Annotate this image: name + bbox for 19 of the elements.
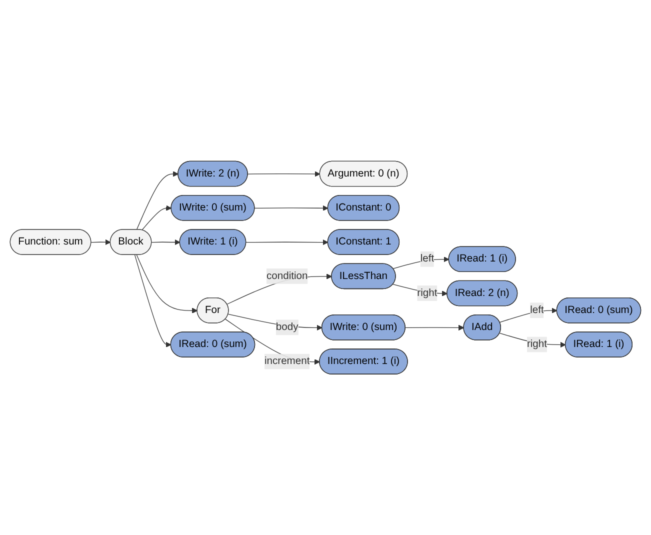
arrow (225, 318, 320, 365)
arrow (136, 254, 198, 314)
arrow (405, 324, 464, 330)
arrow (246, 239, 328, 245)
edge-label: left (420, 253, 434, 264)
arrow (136, 170, 179, 230)
arrow (151, 239, 180, 245)
arrow (254, 205, 328, 211)
edge-label: body (276, 321, 298, 332)
arrow (134, 254, 172, 348)
edge-label: right (417, 287, 438, 298)
arrow (90, 239, 111, 245)
edge-label: right (526, 338, 548, 350)
edge-label: increment (264, 356, 310, 367)
edge-label: left (530, 304, 544, 316)
edge-label: condition (266, 270, 308, 282)
arrow (248, 171, 320, 177)
arrow (499, 308, 558, 323)
arrow (142, 205, 172, 230)
